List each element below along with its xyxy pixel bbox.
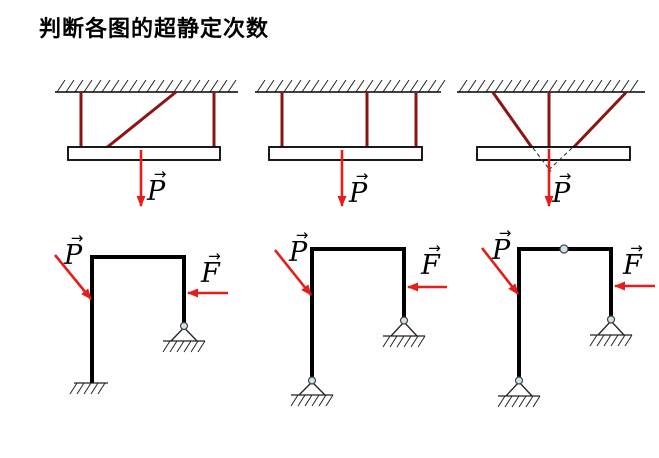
fixed-support-hatch xyxy=(69,382,106,395)
vector-arrow-icon: → xyxy=(70,229,84,247)
load-letter: P xyxy=(64,240,83,271)
load-letter: F xyxy=(421,250,440,281)
load-label-p-frame-3: → P xyxy=(492,224,512,266)
load-label-p-hanging-3: → P xyxy=(552,167,572,209)
pin-support-hatch xyxy=(382,335,426,348)
vector-arrow-icon: → xyxy=(498,224,512,242)
load-letter: P xyxy=(552,178,571,209)
frame-members xyxy=(90,255,186,383)
load-label-p-hanging-2: → P xyxy=(349,167,369,209)
figure-hanging-3 xyxy=(457,79,645,207)
vector-arrow-icon: → xyxy=(630,239,643,257)
load-letter: P xyxy=(147,176,166,207)
load-label-f-frame-3: → F xyxy=(623,239,643,281)
load-label-f-frame-1: → F xyxy=(201,247,221,289)
line-of-action-dashed-right xyxy=(546,147,573,172)
pin-hinge-circle xyxy=(606,315,616,324)
figure-hanging-2 xyxy=(255,79,446,207)
left-diagonal-rod xyxy=(491,91,535,150)
vector-arrow-icon: → xyxy=(558,167,572,185)
frame-members xyxy=(517,247,613,377)
pin-support-hatch xyxy=(497,395,541,408)
vector-arrow-icon: → xyxy=(208,247,221,265)
pin-hinge-circle xyxy=(307,376,317,385)
vector-arrow-icon: → xyxy=(153,165,167,183)
pin-support-triangle xyxy=(170,327,198,342)
ceiling-hatch xyxy=(56,79,237,93)
load-label-p-hanging-1: → P xyxy=(147,165,167,207)
pin-hinge-circle xyxy=(399,316,409,325)
load-letter: P xyxy=(349,178,368,209)
load-letter: F xyxy=(623,250,642,281)
pin-support-triangle xyxy=(390,321,418,337)
page-title: 判断各图的超静定次数 xyxy=(39,16,270,41)
diagonal-rod xyxy=(104,90,177,151)
beam-hinge-circle xyxy=(559,244,569,254)
load-arrow-p xyxy=(273,249,313,296)
right-diagonal-rod xyxy=(570,91,628,151)
frame-members xyxy=(310,247,406,377)
pin-support-hatch xyxy=(589,334,633,347)
load-arrow-p xyxy=(53,254,93,300)
rigid-beam xyxy=(268,146,423,161)
load-arrow-p xyxy=(480,247,520,295)
figure-frame-1 xyxy=(53,254,228,395)
ceiling-hatch xyxy=(458,79,639,93)
load-letter: F xyxy=(201,258,220,289)
vector-arrow-icon: → xyxy=(295,226,309,244)
pin-support-triangle xyxy=(505,381,533,397)
load-label-p-frame-1: → P xyxy=(64,229,84,271)
rigid-beam xyxy=(67,146,221,161)
pin-hinge-circle xyxy=(514,376,524,385)
load-letter: P xyxy=(289,237,308,268)
pin-support-hatch xyxy=(290,394,334,407)
ceiling-hatch xyxy=(256,79,446,93)
load-letter: P xyxy=(492,235,511,266)
vector-arrow-icon: → xyxy=(355,167,369,185)
vector-arrow-icon: → xyxy=(428,239,441,257)
pin-support-hatch xyxy=(162,340,206,353)
rigid-beam xyxy=(476,146,631,161)
pin-support-triangle xyxy=(298,381,326,396)
pin-hinge-circle xyxy=(179,321,189,331)
load-label-p-frame-2: → P xyxy=(289,226,309,268)
figure-frame-3 xyxy=(480,244,655,408)
load-label-f-frame-2: → F xyxy=(421,239,441,281)
figure-frame-2 xyxy=(273,247,447,407)
figure-hanging-1 xyxy=(55,79,238,207)
pin-support-triangle xyxy=(597,320,625,336)
